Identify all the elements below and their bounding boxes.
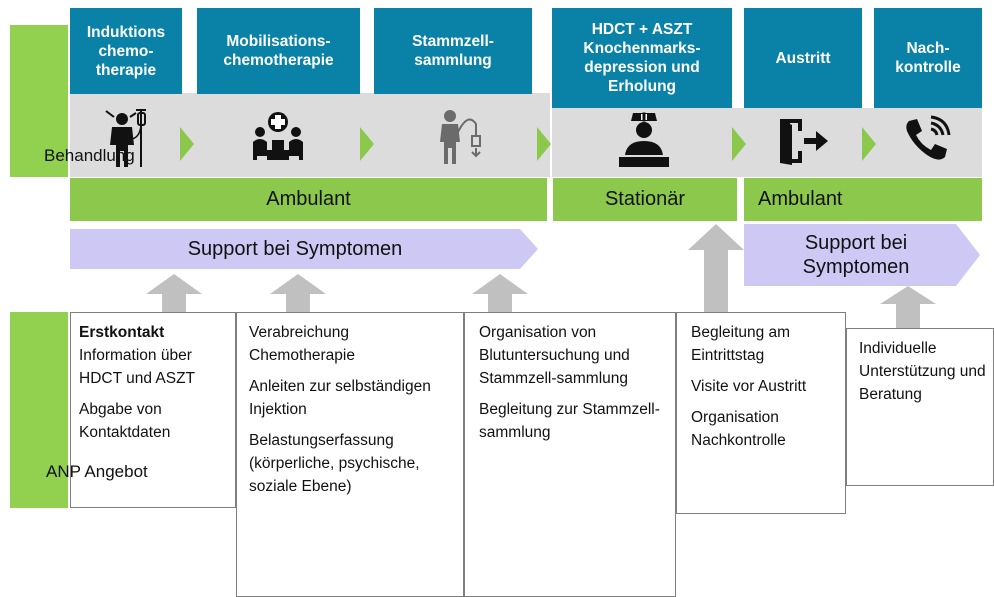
phase-title: Nach-kontrolle (895, 40, 961, 76)
phase-header-hdct: HDCT + ASZT Knochenmarks-depression und … (552, 8, 732, 108)
anp-box-3: Organisation von Blutuntersuchung und St… (464, 312, 676, 597)
anp-box-item: Visite vor Austritt (691, 378, 807, 395)
anp-box-item: Abgabe von Kontaktdaten (79, 401, 171, 441)
anp-label: ANP Angebot (46, 462, 148, 481)
up-arrow-1 (146, 274, 202, 316)
apheresis-icon (430, 106, 490, 168)
phase-header-nachkontrolle: Nach-kontrolle (874, 8, 982, 108)
up-arrow-4 (688, 224, 744, 316)
exit-door-icon (774, 112, 834, 170)
medical-consultation-icon (248, 106, 308, 166)
setting-label: Ambulant (758, 188, 843, 210)
phase-chevron-band (70, 93, 550, 177)
anp-box-item: Information über HDCT und ASZT (79, 347, 196, 387)
anp-box-item: Begleitung zur Stammzell-sammlung (479, 401, 660, 441)
phase-header-austritt: Austritt (744, 8, 862, 108)
phase-title: Stammzell-sammlung (412, 33, 494, 69)
anp-box-item: Belastungserfassung (körperliche, psychi… (249, 432, 420, 495)
anp-box-item: Organisation von Blutuntersuchung und St… (479, 324, 630, 387)
setting-label: Ambulant (266, 188, 351, 210)
chevron-arrow-4 (732, 127, 746, 161)
up-arrow-5 (880, 286, 936, 328)
anp-box-item: Begleitung am Eintrittstag (691, 324, 791, 364)
anp-box-item: Anleiten zur selbständigen Injektion (249, 378, 431, 418)
nurse-icon (612, 108, 676, 172)
chevron-arrow-5 (862, 127, 876, 161)
anp-box-heading: Erstkontakt (79, 324, 165, 341)
up-arrow-2 (270, 274, 326, 316)
chevron-arrow-3 (537, 127, 551, 161)
ambulant-bar-1: Ambulant (70, 178, 547, 221)
stationaer-bar: Stationär (553, 178, 737, 221)
anp-box-item: Individuelle Unterstützung und Beratung (859, 340, 986, 403)
phase-header-mobilisation: Mobilisations-chemotherapie (197, 8, 360, 94)
treatment-side-bar (10, 25, 68, 177)
iv-drip-patient-icon (96, 104, 156, 172)
anp-box-5: Individuelle Unterstützung und Beratung (846, 328, 994, 486)
phone-call-icon (898, 110, 958, 168)
treatment-label: Behandlung (44, 146, 135, 165)
chevron-arrow-2 (360, 127, 374, 161)
chevron-arrow-1 (180, 127, 194, 161)
phase-title: Austritt (775, 49, 831, 67)
phase-title: Induktions chemo-therapie (86, 23, 166, 79)
anp-box-4: Begleitung am Eintrittstag Visite vor Au… (676, 312, 846, 514)
phase-header-stammzell: Stammzell-sammlung (374, 8, 532, 94)
anp-side-bar (10, 312, 68, 508)
phase-header-induktion: Induktions chemo-therapie (70, 8, 182, 94)
ambulant-bar-2: Ambulant (744, 178, 982, 221)
anp-box-2: Verabreichung Chemotherapie Anleiten zur… (236, 312, 464, 597)
anp-box-item: Verabreichung Chemotherapie (249, 324, 355, 364)
phase-title: HDCT + ASZT Knochenmarks-depression und … (583, 21, 701, 95)
anp-box-1: Erstkontakt Information über HDCT und AS… (70, 312, 236, 508)
support-label-main: Support bei Symptomen (70, 229, 520, 269)
up-arrow-3 (472, 274, 528, 316)
support-label-right: Support bei Symptomen (760, 226, 952, 284)
anp-box-item: Organisation Nachkontrolle (691, 409, 786, 449)
phase-title: Mobilisations-chemotherapie (223, 33, 334, 69)
setting-label: Stationär (604, 188, 686, 210)
